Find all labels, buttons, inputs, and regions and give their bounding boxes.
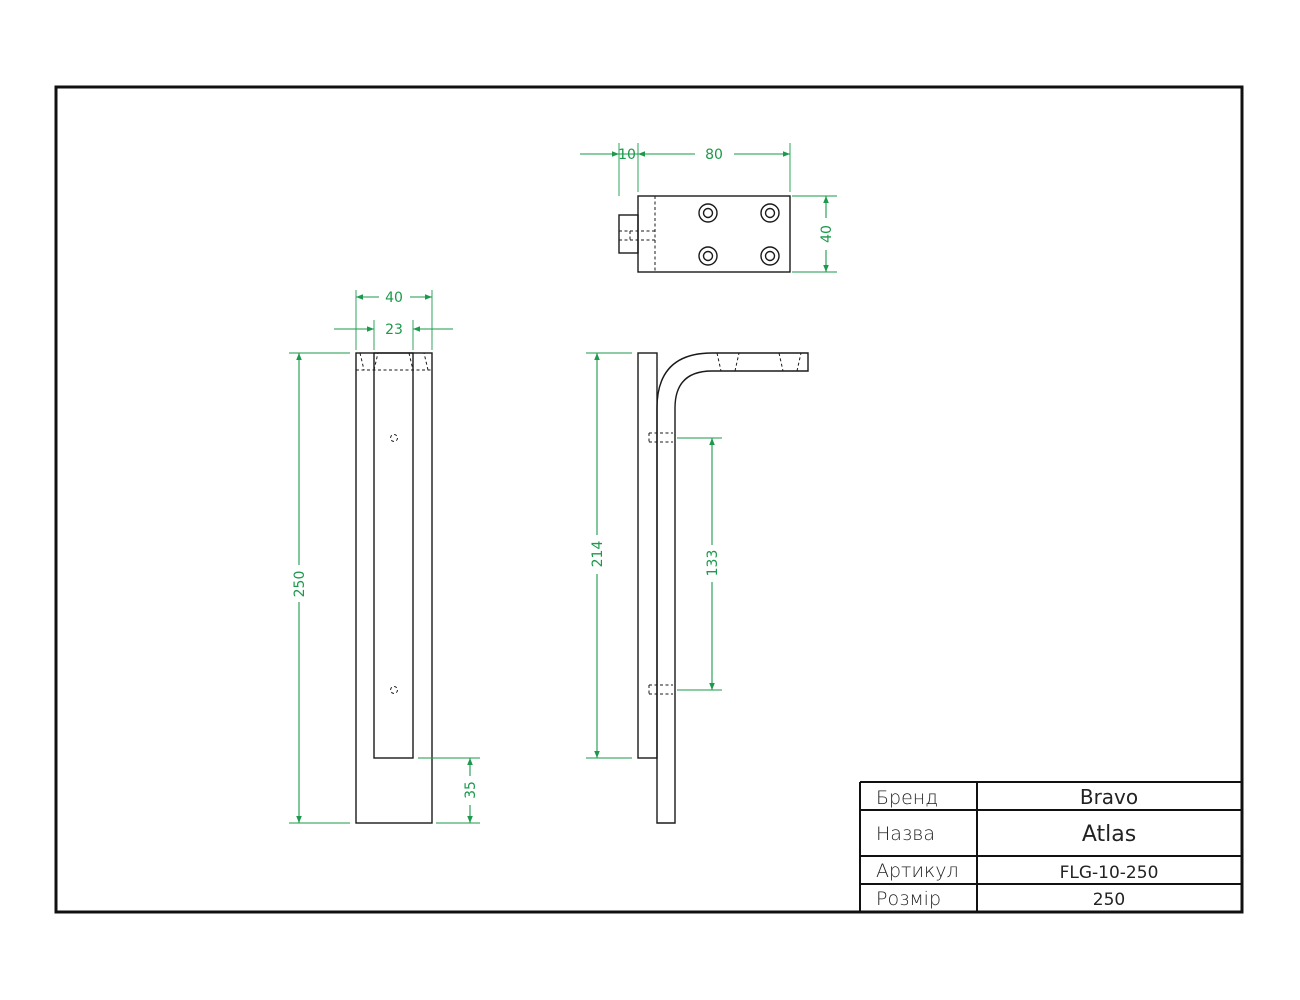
front-view: 40 23 250 35 bbox=[289, 290, 480, 824]
title-block-sku-value: FLG-10-250 bbox=[1060, 863, 1159, 883]
title-block-sku-label: Артикул bbox=[876, 860, 959, 882]
side-view-hidden-holes bbox=[648, 352, 802, 695]
side-view-back-plate bbox=[637, 352, 658, 759]
drawing-frame bbox=[54, 85, 1244, 914]
mounting-hole bbox=[760, 203, 780, 223]
dim-label-front-height: 250 bbox=[292, 571, 308, 598]
title-block-brand-label: Бренд bbox=[876, 787, 938, 809]
front-view-hole bbox=[390, 686, 398, 694]
mounting-hole bbox=[698, 246, 718, 266]
front-view-hole bbox=[390, 434, 398, 442]
dim-label-top-width: 40 bbox=[819, 225, 835, 243]
title-block-size-label: Розмір bbox=[876, 888, 941, 910]
dim-label-front-width: 40 bbox=[385, 290, 403, 306]
dim-label-side-height: 214 bbox=[590, 541, 606, 568]
side-view: 214 133 bbox=[586, 352, 809, 824]
dim-label-front-slot: 23 bbox=[385, 322, 403, 338]
title-block-name-value: Atlas bbox=[1082, 822, 1136, 847]
title-block-name-label: Назва bbox=[876, 823, 935, 845]
dim-label-side-hole-spacing: 133 bbox=[705, 550, 721, 577]
title-block-size-value: 250 bbox=[1093, 890, 1125, 910]
mounting-hole bbox=[698, 203, 718, 223]
title-block: Бренд Bravo Назва Atlas Артикул FLG-10-2… bbox=[859, 781, 1242, 912]
dim-label-top-length: 80 bbox=[705, 147, 723, 163]
mounting-hole bbox=[760, 246, 780, 266]
title-block-brand-value: Bravo bbox=[1080, 785, 1138, 809]
side-view-bracket-profile bbox=[656, 352, 809, 824]
dim-label-front-bottom: 35 bbox=[463, 781, 479, 799]
front-view-outline bbox=[355, 352, 433, 824]
top-view-tab bbox=[618, 214, 639, 254]
top-view-plate bbox=[637, 195, 791, 273]
top-view: 10 80 40 bbox=[580, 143, 837, 273]
front-view-slot bbox=[373, 352, 414, 759]
dim-label-top-offset: 10 bbox=[618, 147, 636, 163]
